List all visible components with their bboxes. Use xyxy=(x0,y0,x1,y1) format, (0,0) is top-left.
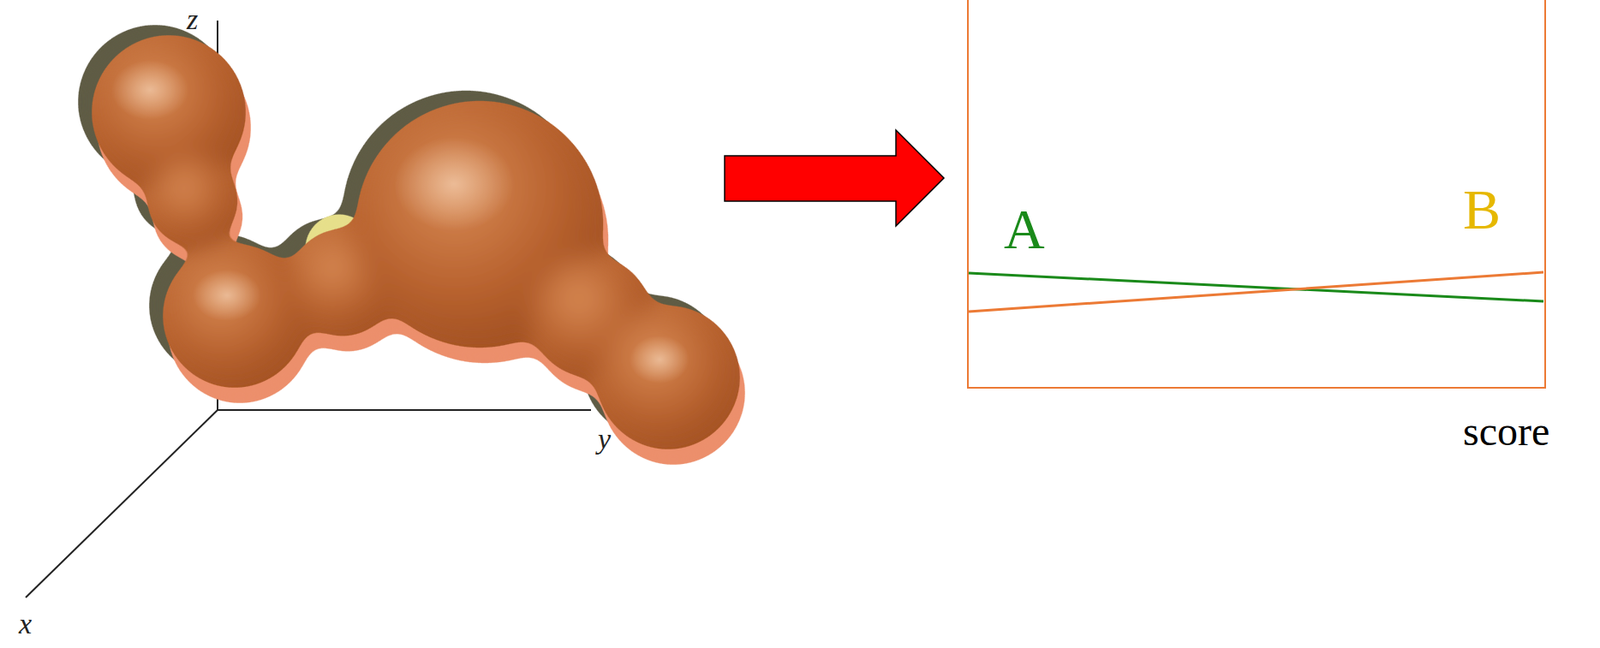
axis-label: x xyxy=(18,609,32,639)
axis-label: y xyxy=(597,424,611,454)
curve-label: A xyxy=(1003,201,1045,258)
curve-b xyxy=(968,272,1544,312)
transform-arrow xyxy=(724,130,944,227)
highlights xyxy=(111,59,690,384)
plot-frame xyxy=(967,0,1546,389)
curve-label: B xyxy=(1462,181,1501,239)
molecule-surface xyxy=(92,35,740,449)
axis-label: z xyxy=(186,5,198,35)
axis-title: score xyxy=(1462,411,1550,453)
